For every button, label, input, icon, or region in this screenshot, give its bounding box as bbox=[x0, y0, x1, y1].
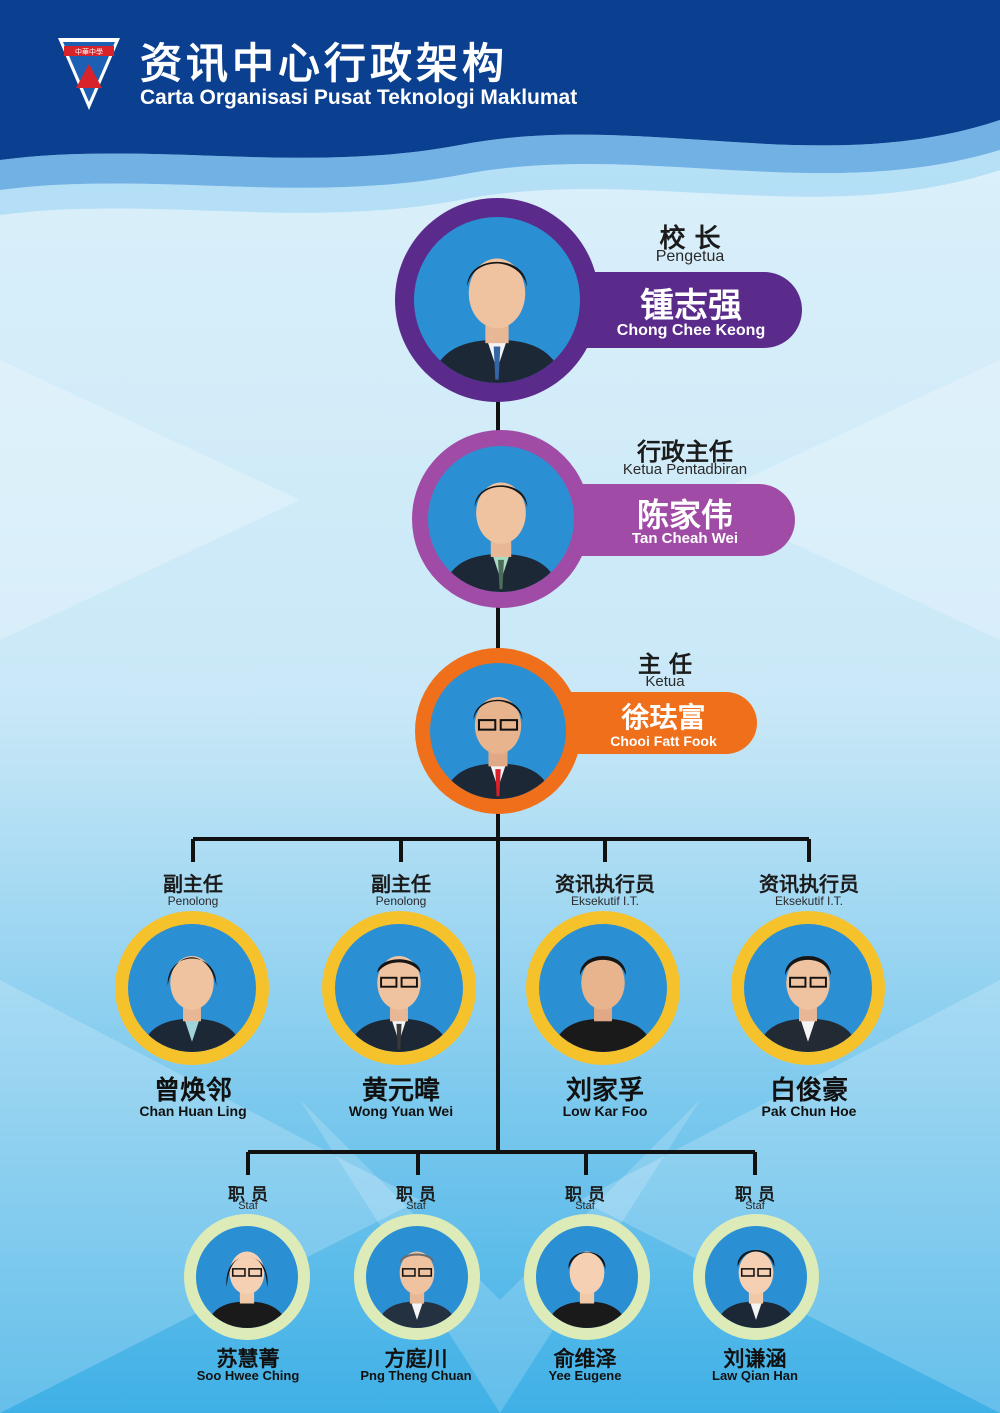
staff-avatar bbox=[366, 1226, 468, 1328]
staff-role-zh: 职 员 bbox=[565, 1185, 605, 1205]
level2-avatar bbox=[539, 924, 667, 1052]
school-logo: 中華中學 bbox=[58, 38, 120, 110]
staff-name-zh: 刘谦涵 bbox=[723, 1346, 787, 1371]
head-avatar bbox=[430, 663, 566, 799]
staff-role-zh: 职 员 bbox=[228, 1185, 268, 1205]
staff-role-ms: Staf bbox=[406, 1200, 426, 1212]
admin-head-role-zh: 行政主任 bbox=[637, 437, 733, 466]
level2-avatar bbox=[335, 924, 463, 1052]
staff-name-zh: 方庭川 bbox=[384, 1346, 448, 1371]
staff-name-en: Png Theng Chuan bbox=[360, 1368, 472, 1383]
level2-name-en: Low Kar Foo bbox=[562, 1103, 648, 1119]
page-subtitle: Carta Organisasi Pusat Teknologi Makluma… bbox=[140, 86, 578, 109]
principal-role-ms: Pengetua bbox=[655, 248, 725, 265]
level2-role-ms: Penolong bbox=[375, 894, 427, 908]
staff-avatar bbox=[536, 1226, 638, 1328]
level2-name-en: Chan Huan Ling bbox=[139, 1103, 247, 1119]
staff-role-ms: Staf bbox=[238, 1200, 258, 1212]
level2-role-zh: 资讯执行员 bbox=[759, 872, 859, 896]
level2-name-zh: 白俊豪 bbox=[769, 1076, 848, 1106]
level2-name-en: Pak Chun Hoe bbox=[761, 1103, 857, 1119]
staff-name-en: Law Qian Han bbox=[712, 1368, 798, 1383]
level2-avatar bbox=[744, 924, 872, 1052]
head-role-zh: 主 任 bbox=[637, 651, 692, 678]
principal-name-en: Chong Chee Keong bbox=[616, 322, 766, 339]
level2-name-en: Wong Yuan Wei bbox=[348, 1103, 454, 1119]
level2-role-ms: Penolong bbox=[167, 894, 219, 908]
staff-name-en: Soo Hwee Ching bbox=[196, 1368, 300, 1383]
principal-name-zh: 锺志强 bbox=[640, 286, 742, 326]
principal-avatar bbox=[414, 217, 580, 383]
level2-role-zh: 副主任 bbox=[163, 872, 223, 896]
level2-name-zh: 曾焕邻 bbox=[153, 1076, 232, 1106]
head-name-en: Chooi Fatt Fook bbox=[610, 733, 717, 749]
staff-name-zh: 俞维泽 bbox=[553, 1346, 617, 1371]
staff-role-zh: 职 员 bbox=[396, 1185, 436, 1205]
admin-head-name-zh: 陈家伟 bbox=[636, 496, 733, 534]
head-name-zh: 徐珐富 bbox=[621, 701, 706, 734]
staff-role-ms: Staf bbox=[745, 1200, 765, 1212]
staff-name-zh: 苏慧菁 bbox=[216, 1346, 280, 1371]
admin-head-role-ms: Ketua Pentadbiran bbox=[622, 461, 748, 478]
logo-text: 中華中學 bbox=[75, 47, 103, 56]
level2-name-zh: 刘家孚 bbox=[565, 1076, 644, 1106]
staff-role-ms: Staf bbox=[575, 1200, 595, 1212]
level2-role-ms: Eksekutif I.T. bbox=[774, 894, 844, 908]
level2-role-zh: 副主任 bbox=[371, 872, 431, 896]
level2-avatar bbox=[128, 924, 256, 1052]
staff-role-zh: 职 员 bbox=[735, 1185, 775, 1205]
staff-name-en: Yee Eugene bbox=[548, 1368, 622, 1383]
page-title: 资讯中心行政架构 bbox=[140, 39, 509, 88]
principal-role-zh: 校 长 bbox=[659, 224, 721, 254]
admin-head-name-en: Tan Cheah Wei bbox=[631, 530, 739, 547]
level2-role-ms: Eksekutif I.T. bbox=[570, 894, 640, 908]
staff-avatar bbox=[705, 1226, 807, 1328]
admin-head-avatar bbox=[428, 446, 574, 592]
level2-name-zh: 黄元暐 bbox=[361, 1076, 440, 1106]
staff-avatar bbox=[196, 1226, 298, 1328]
head-role-ms: Ketua bbox=[645, 673, 685, 690]
level2-role-zh: 资讯执行员 bbox=[555, 872, 655, 896]
